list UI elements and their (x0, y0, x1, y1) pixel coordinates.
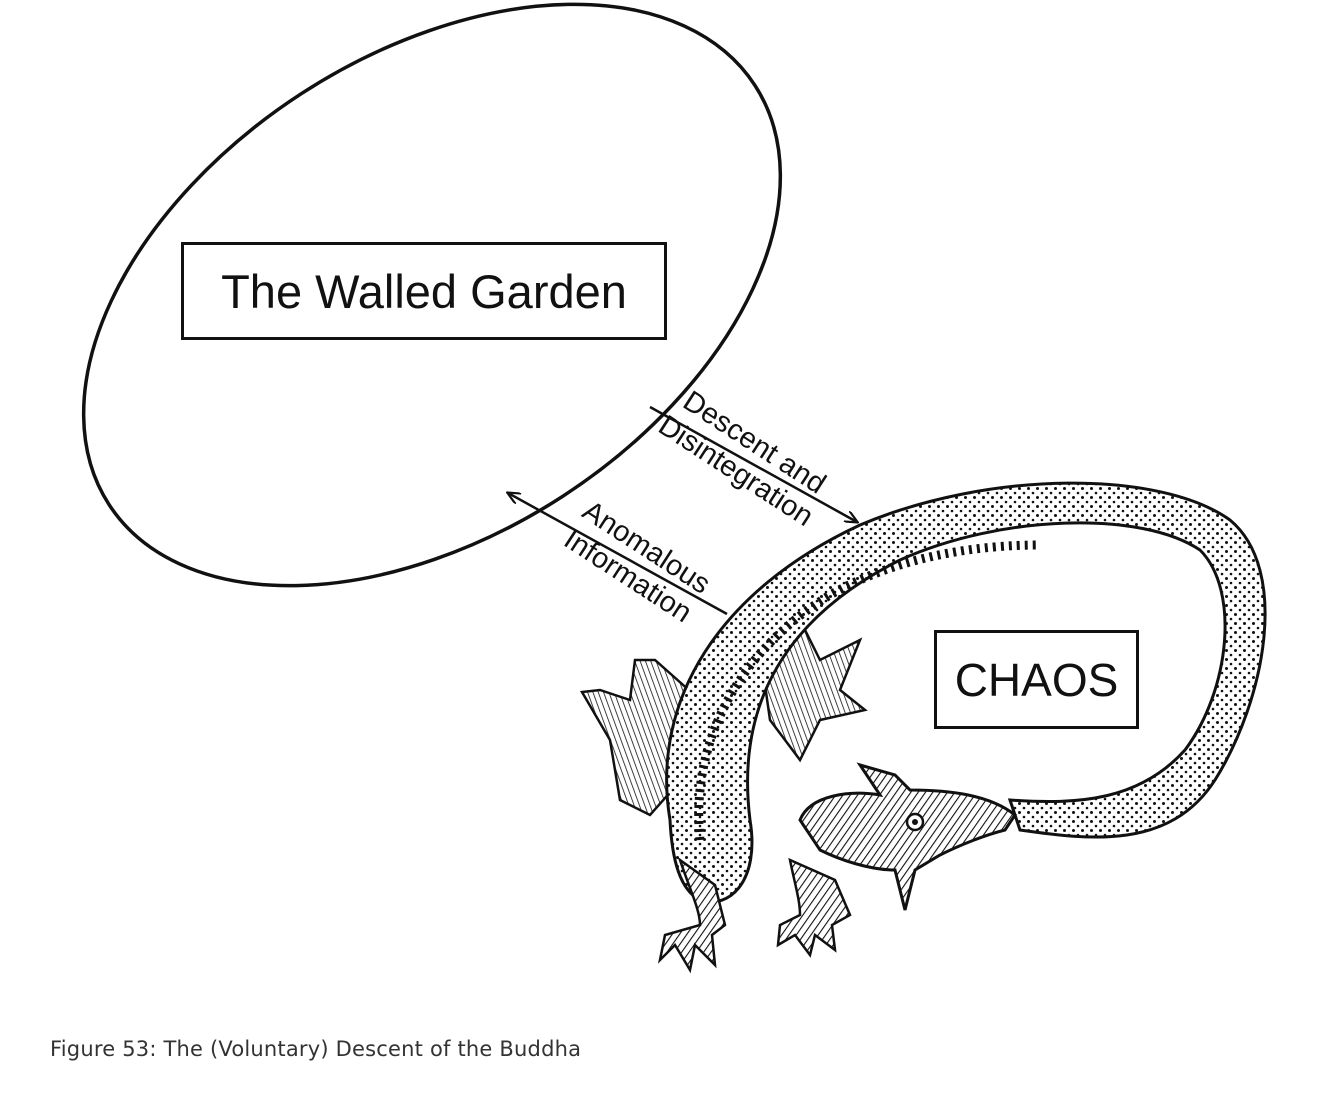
figure-caption: Figure 53: The (Voluntary) Descent of th… (50, 1037, 582, 1061)
ouroboros-dragon-icon (579, 481, 1267, 974)
arrow-right-down-icon (649, 405, 857, 522)
dragon-leg-right (776, 857, 852, 958)
chaos-label-box: CHAOS (934, 630, 1139, 729)
dragon-leg-left (657, 856, 727, 974)
arrow-left-up-icon (508, 493, 728, 616)
chaos-label: CHAOS (954, 653, 1119, 706)
dragon-head (798, 762, 1018, 911)
walled-garden-label-box: The Walled Garden (181, 242, 667, 340)
walled-garden-label: The Walled Garden (221, 264, 627, 318)
dragon-body (665, 481, 1267, 904)
walled-garden-ellipse (81, 2, 783, 588)
